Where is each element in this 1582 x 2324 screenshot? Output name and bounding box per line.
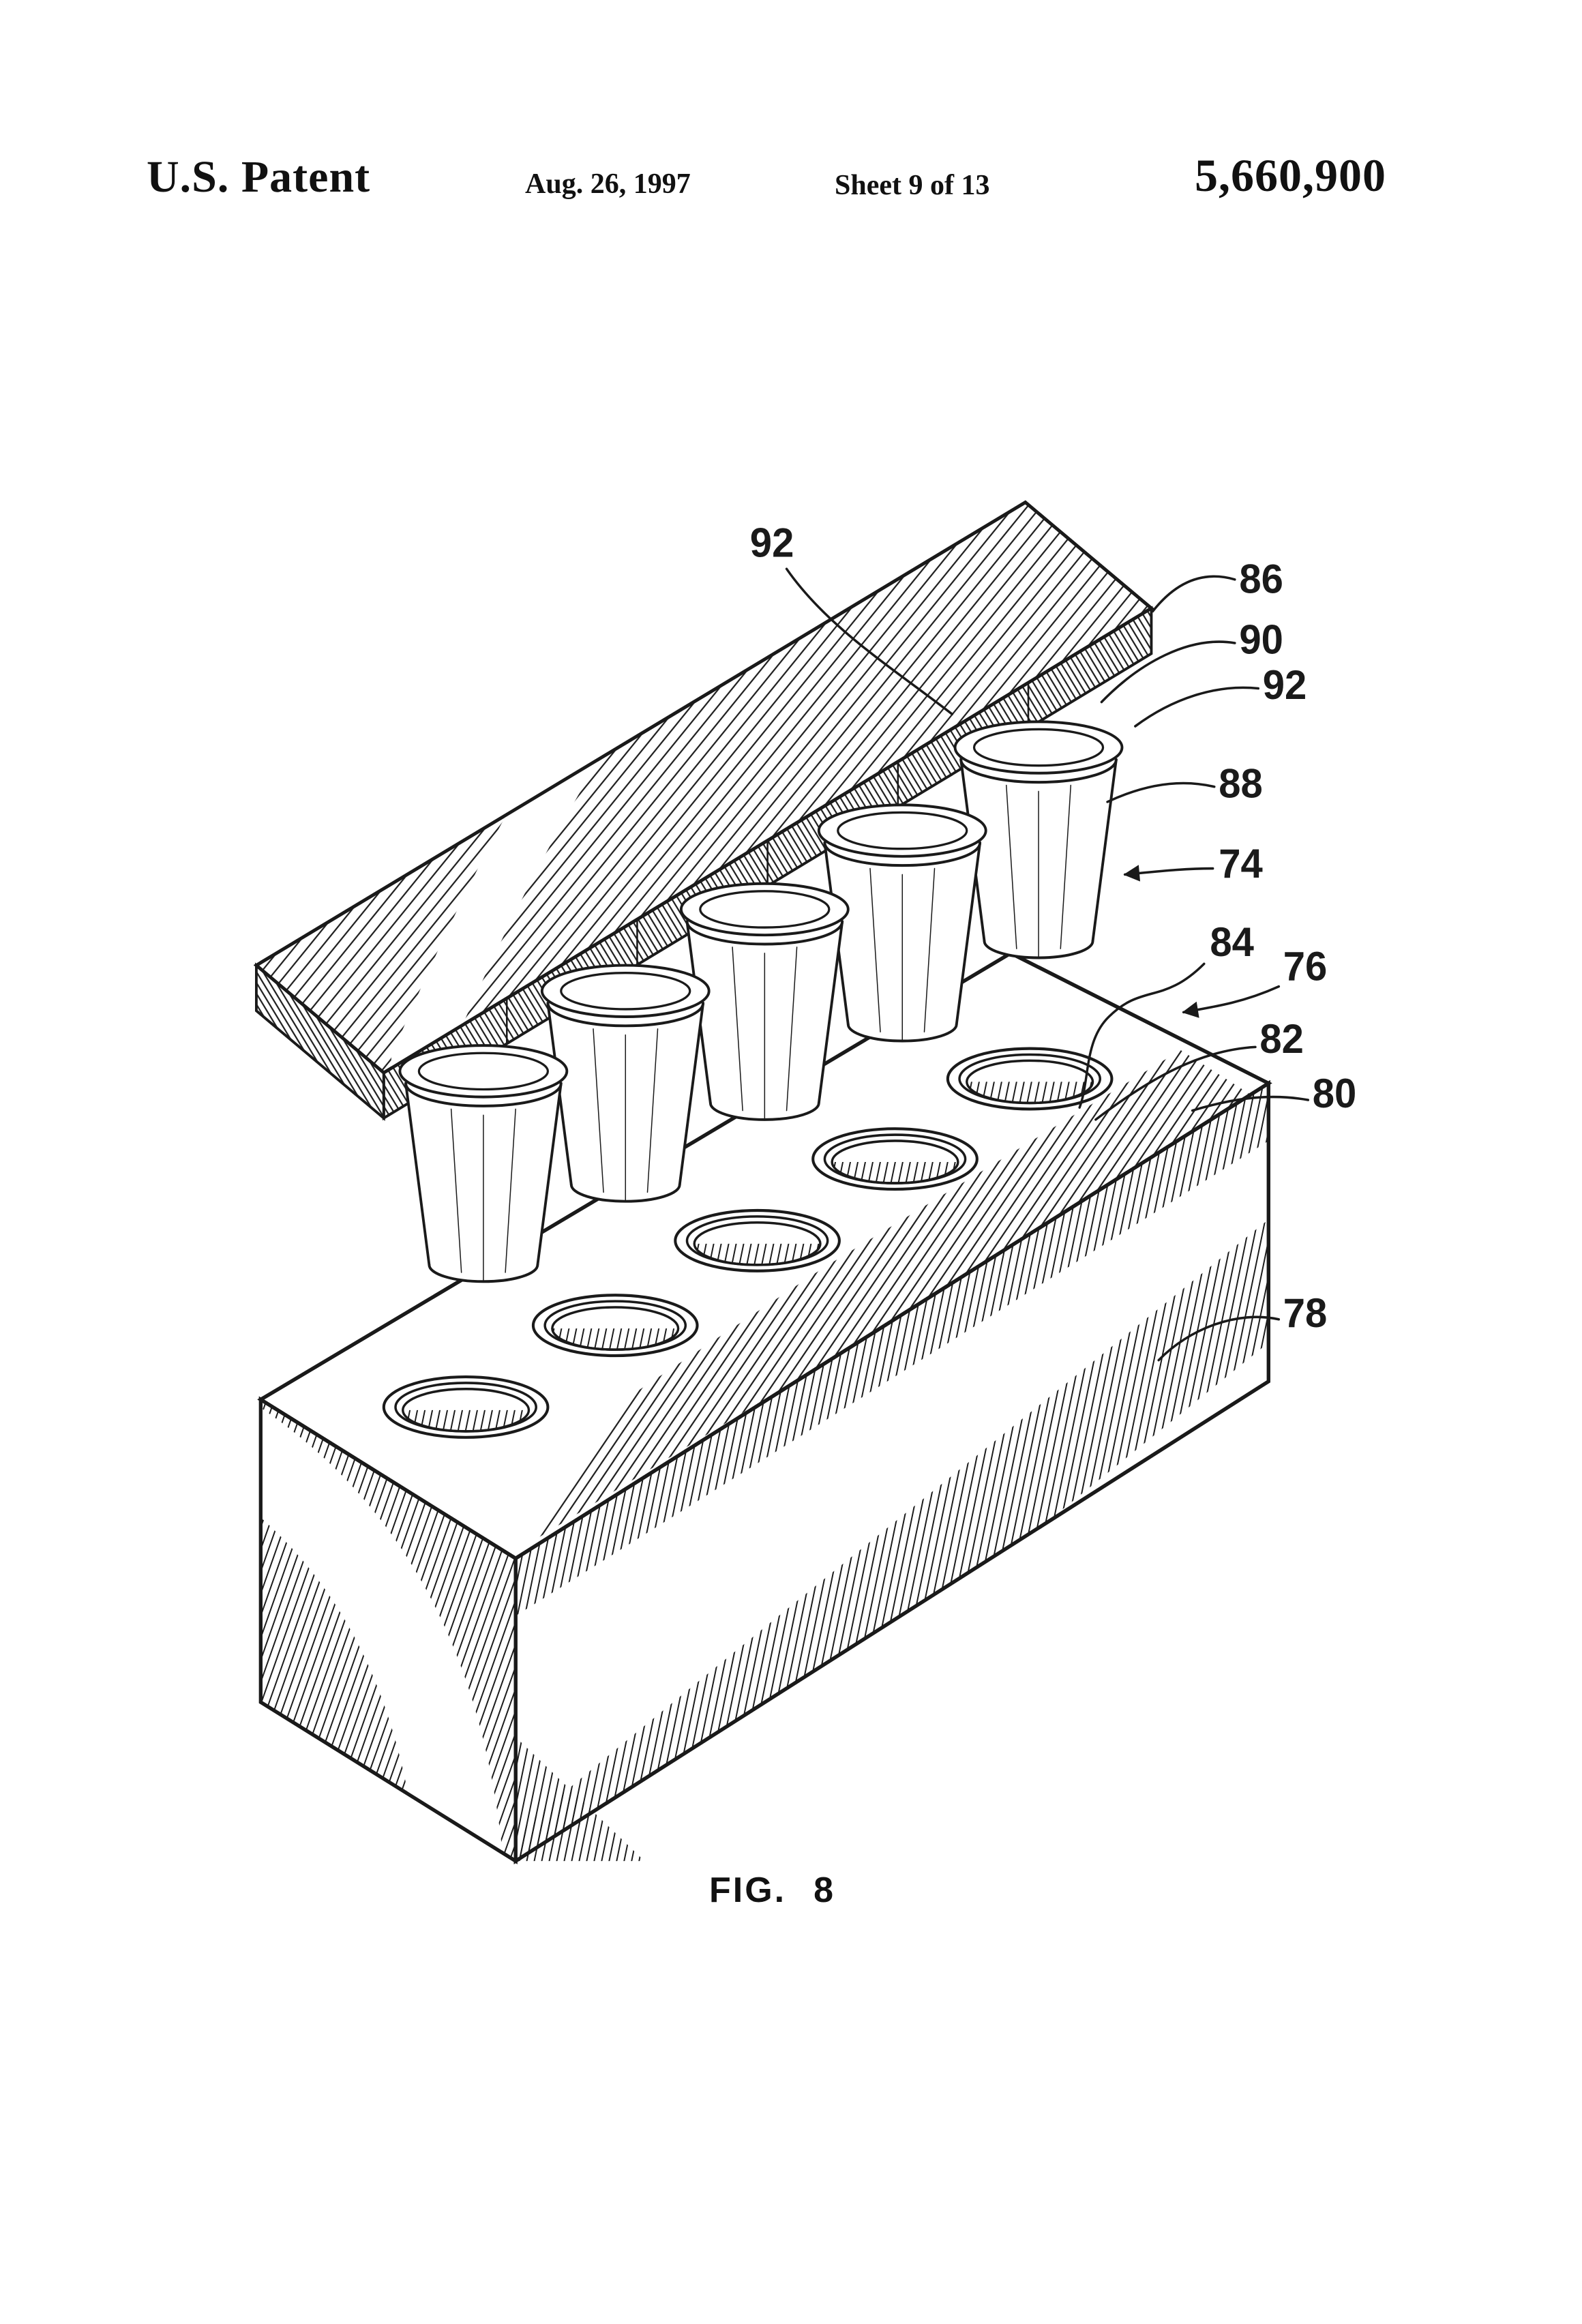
- ref-label-74: 74: [1219, 841, 1263, 887]
- figure-caption-number: 8: [814, 1871, 836, 1910]
- sheet-indicator: Sheet 9 of 13: [835, 170, 990, 201]
- leader-line-76: [1182, 985, 1281, 1018]
- cup-row: [398, 720, 1124, 1283]
- well-hole-5: [946, 1047, 1114, 1111]
- leader-line-82: [1094, 1045, 1257, 1121]
- ref-label-88: 88: [1219, 761, 1263, 806]
- cup-4: [817, 803, 987, 1043]
- lower-mold-block: [257, 951, 1272, 1864]
- patent-date: Aug. 26, 1997: [525, 168, 691, 200]
- cup-5: [953, 720, 1124, 959]
- well-hole-2: [531, 1294, 699, 1358]
- ref-label-92-top: 92: [750, 521, 794, 566]
- leader-line-88: [1106, 781, 1216, 803]
- ref-label-80: 80: [1313, 1071, 1357, 1116]
- figure-caption: FIG. 8: [709, 1870, 835, 1911]
- patent-number: 5,660,900: [1195, 149, 1386, 201]
- leader-line-80: [1191, 1095, 1310, 1112]
- leader-line-74: [1123, 865, 1214, 882]
- leader-line-90: [1100, 640, 1236, 704]
- well-hole-3: [674, 1208, 841, 1272]
- leader-line-92-top: [785, 567, 954, 716]
- figure-caption-fig: FIG.: [709, 1871, 787, 1910]
- ref-label-76: 76: [1283, 944, 1328, 989]
- ref-label-92: 92: [1263, 663, 1307, 708]
- cup-2: [540, 964, 711, 1203]
- cup-3: [679, 882, 850, 1121]
- ref-label-84: 84: [1210, 920, 1254, 965]
- well-hole-1: [382, 1375, 550, 1439]
- leader-line-86: [1151, 575, 1236, 613]
- ref-label-90: 90: [1239, 618, 1283, 663]
- leader-line-84: [1078, 962, 1206, 1109]
- leader-line-78: [1157, 1315, 1281, 1362]
- reference-labels: 92 86 90 92 88 74 84 76 82 80 78: [750, 521, 1357, 1362]
- patent-title: U.S. Patent: [147, 152, 371, 202]
- well-hole-4: [811, 1127, 979, 1191]
- ref-label-82: 82: [1259, 1017, 1304, 1062]
- ref-label-86: 86: [1239, 557, 1283, 602]
- ref-label-78: 78: [1283, 1291, 1328, 1336]
- cup-1: [398, 1044, 569, 1283]
- leader-line-92: [1134, 686, 1259, 728]
